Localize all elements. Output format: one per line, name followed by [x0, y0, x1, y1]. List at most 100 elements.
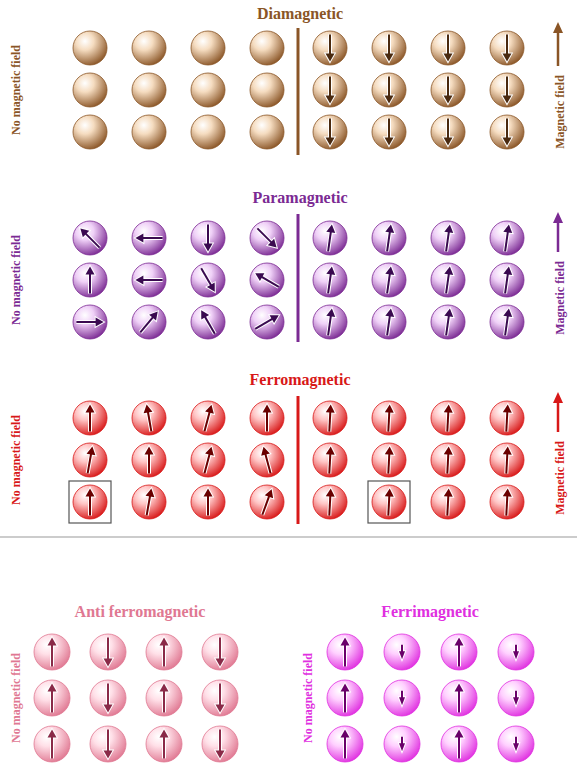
- spin-arrow: [137, 309, 161, 336]
- spin-arrow: [324, 224, 337, 252]
- atom-sphere: [73, 115, 107, 149]
- atom-sphere: [146, 634, 182, 670]
- spin-arrow: [86, 488, 95, 515]
- spin-arrow: [160, 684, 169, 713]
- atom-sphere: [313, 31, 347, 65]
- spin-arrow: [200, 446, 216, 475]
- spin-arrow: [326, 118, 335, 145]
- atom-sphere: [327, 726, 363, 762]
- atom-sphere: [132, 73, 166, 107]
- atom-sphere: [202, 634, 238, 670]
- atom-sphere: [73, 305, 107, 339]
- atom-sphere: [132, 263, 166, 297]
- atom-sphere: [372, 263, 406, 297]
- spin-arrow: [76, 318, 103, 327]
- atom-sphere: [313, 263, 347, 297]
- spin-arrow: [253, 311, 281, 332]
- spin-arrow: [216, 684, 225, 713]
- atom-sphere: [431, 221, 465, 255]
- axis-label: No magnetic field: [10, 235, 22, 325]
- spin-arrow: [142, 488, 156, 516]
- spin-arrow: [258, 488, 276, 517]
- spin-arrow: [254, 225, 280, 251]
- atom-sphere: [250, 221, 284, 255]
- atom-sphere: [372, 115, 406, 149]
- atom-sphere: [132, 115, 166, 149]
- divider-line: [297, 214, 300, 342]
- atom-sphere: [490, 221, 524, 255]
- atom-sphere: [34, 726, 70, 762]
- spin-arrow: [204, 488, 213, 515]
- spin-arrow: [399, 691, 405, 705]
- highlight-box: [69, 481, 111, 523]
- atom-sphere: [73, 263, 107, 297]
- spin-arrow: [399, 645, 405, 659]
- atom-sphere: [431, 115, 465, 149]
- atom-sphere: [250, 115, 284, 149]
- atom-sphere: [90, 634, 126, 670]
- spin-arrow: [513, 645, 519, 659]
- atom-sphere: [372, 443, 406, 477]
- spin-arrow: [326, 76, 335, 103]
- atom-sphere: [313, 115, 347, 149]
- atom-sphere: [441, 680, 477, 716]
- atom-sphere: [441, 634, 477, 670]
- atom-sphere: [372, 305, 406, 339]
- atom-sphere: [431, 305, 465, 339]
- atom-sphere: [191, 115, 225, 149]
- atom-sphere: [191, 305, 225, 339]
- atom-sphere: [202, 726, 238, 762]
- spin-arrow: [442, 224, 455, 252]
- atom-sphere: [132, 485, 166, 519]
- atom-sphere: [146, 680, 182, 716]
- spin-arrow: [501, 224, 514, 252]
- atom-sphere: [73, 73, 107, 107]
- atom-sphere: [490, 263, 524, 297]
- spin-arrow: [383, 266, 396, 294]
- spin-arrow: [502, 488, 512, 516]
- spin-arrow: [341, 684, 350, 713]
- spin-arrow: [325, 488, 335, 516]
- spin-arrow: [513, 737, 519, 751]
- atom-sphere: [132, 221, 166, 255]
- atom-sphere: [313, 305, 347, 339]
- atom-sphere: [490, 401, 524, 435]
- atom-sphere: [372, 31, 406, 65]
- spin-arrow: [385, 76, 394, 103]
- spin-arrow: [444, 76, 453, 103]
- spin-arrow: [443, 488, 453, 516]
- atom-sphere: [327, 634, 363, 670]
- separator-line: [0, 536, 577, 537]
- spin-arrow: [83, 446, 97, 474]
- axis-label: No magnetic field: [10, 415, 22, 505]
- atom-sphere: [191, 263, 225, 297]
- atom-sphere: [441, 726, 477, 762]
- spin-arrow: [145, 446, 154, 473]
- atom-sphere: [313, 443, 347, 477]
- atom-sphere: [372, 401, 406, 435]
- spin-arrow: [384, 446, 394, 474]
- atom-sphere: [191, 485, 225, 519]
- axis-label: Magnetic field: [554, 261, 566, 335]
- atom-sphere: [490, 31, 524, 65]
- atom-sphere: [384, 726, 420, 762]
- spin-arrow: [501, 308, 514, 336]
- spin-arrow: [77, 225, 103, 251]
- spin-arrow: [502, 446, 512, 474]
- section-title: Diamagnetic: [257, 6, 343, 22]
- atom-sphere: [431, 443, 465, 477]
- spin-arrow: [341, 730, 350, 759]
- atom-sphere: [250, 73, 284, 107]
- highlight-box: [368, 481, 410, 523]
- axis-label: No magnetic field: [10, 45, 22, 135]
- spin-arrow: [324, 266, 337, 294]
- atom-sphere: [90, 726, 126, 762]
- spin-arrow: [259, 446, 275, 475]
- spin-arrow: [324, 308, 337, 336]
- atom-sphere: [431, 31, 465, 65]
- spin-arrow: [444, 118, 453, 145]
- atom-sphere: [146, 726, 182, 762]
- spin-arrow: [384, 404, 394, 432]
- atom-sphere: [132, 305, 166, 339]
